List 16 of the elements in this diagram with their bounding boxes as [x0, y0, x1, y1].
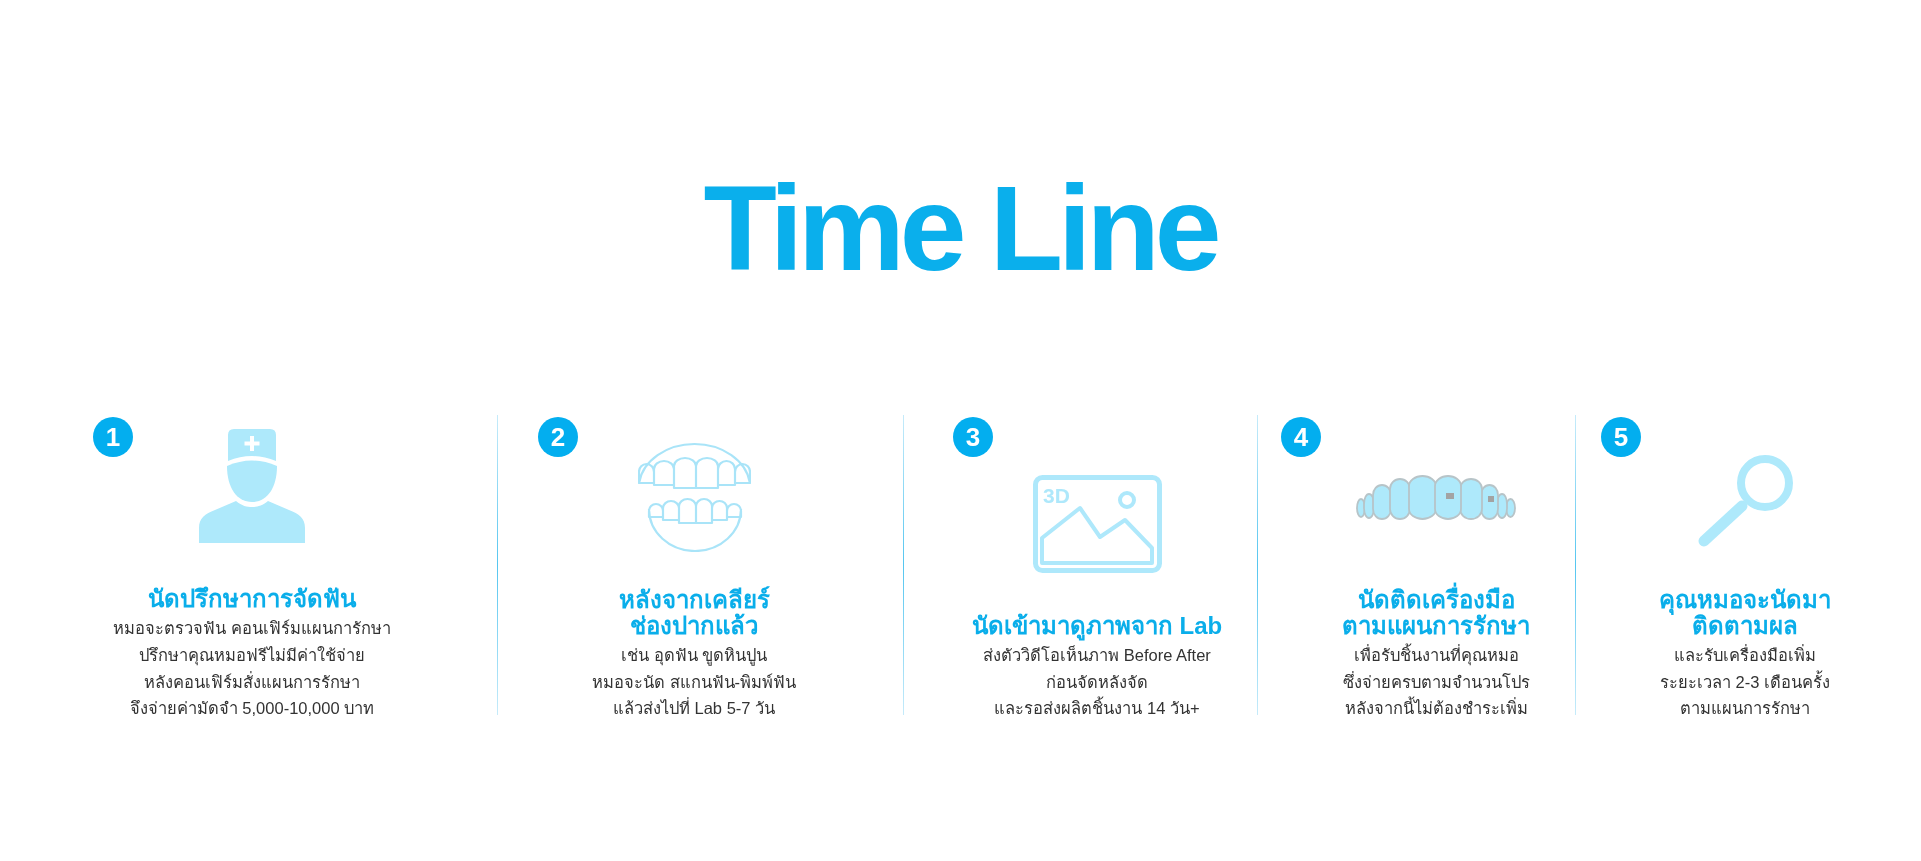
- number-circle: 2: [538, 417, 578, 457]
- number-circle: 1: [93, 417, 133, 457]
- step-description: เช่น อุดฟัน ขูดหินปูน หมอจะนัด สแกนฟัน-พิมพ์ฟัน แล้วส่งไปที่ Lab 5-7 วัน: [591, 644, 797, 720]
- step-description: เพื่อรับชิ้นงานที่คุณหมอ ซึ่งจ่ายครบตามจำนวนโปร หลังจากนี้ไม่ต้องชำระเพิ่ม: [1342, 642, 1530, 720]
- step-heading: หลังจากเคลียร์ ช่องปากแล้ว: [618, 586, 770, 639]
- title: Time Line: [703, 168, 1217, 288]
- number-circle: 5: [1601, 417, 1641, 457]
- step-heading: คุณหมอจะนัดมา ติดตามผล: [1659, 586, 1831, 639]
- step-description: และรับเครื่องมือเพิ่ม ระยะเวลา 2-3 เดือนครั้ง ตามแผนการรักษา: [1659, 643, 1830, 720]
- step-heading: นัดปรึกษาการจัดฟัน: [148, 586, 356, 613]
- step-description: ส่งตัววิดีโอเห็นภาพ Before After ก่อนจัดหลังจัด และรอส่งผลิตชิ้นงาน 14 วัน+: [983, 644, 1211, 720]
- number-circle: 4: [1281, 417, 1321, 457]
- icon-text: 3D: [1043, 485, 1070, 506]
- number-circle: 3: [953, 417, 993, 457]
- step-heading: นัดเข้ามาดูภาพจาก Lab: [971, 612, 1223, 639]
- step-description: หมอจะตรวจฟัน คอนเฟิร์มแผนการักษา ปรึกษาคุณหมอฟรีไม่มีค่าใช้จ่าย หลังคอนเฟิร์มสั่งแผนการรักษา จึงจ่ายค่ามัดจำ 5,000-10,000 บาท: [113, 618, 391, 720]
